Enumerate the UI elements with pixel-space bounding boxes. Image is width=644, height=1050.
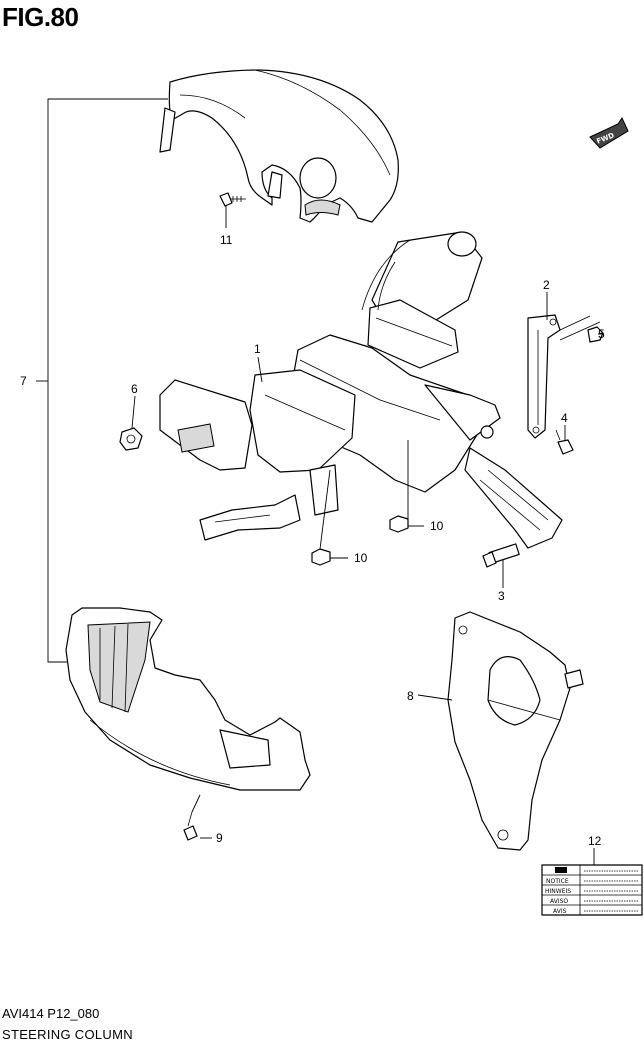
bolt-3: [482, 543, 520, 568]
diagram-name: STEERING COLUMN: [2, 1027, 133, 1042]
bracket-2: [527, 314, 561, 439]
cover-plate-8: [447, 611, 584, 851]
nut-10-upper: [389, 515, 409, 533]
callout-8: 8: [407, 689, 414, 703]
callout-4: 4: [561, 411, 568, 425]
diagram-code: AVI414 P12_080: [2, 1006, 100, 1021]
callout-7: 7: [20, 374, 27, 388]
callout-12: 12: [588, 834, 602, 848]
nut-10-lower: [311, 548, 331, 566]
callout-11: 11: [220, 233, 233, 247]
callout-6: 6: [131, 382, 138, 396]
figure-title: FIG.80: [2, 2, 79, 32]
warning-label-12: NOTICE HINWEIS AVISO AVIS: [541, 864, 643, 916]
nut-6: [119, 427, 143, 451]
callout-5: 5: [598, 327, 605, 341]
fwd-direction-tag: FWD: [589, 116, 629, 149]
callout-1: 1: [254, 342, 261, 356]
callout-numbers: 1 2 3 4 5 6 7 8 9 10 10 11 12: [20, 233, 605, 848]
callout-2: 2: [543, 278, 550, 292]
nut-5: [559, 315, 604, 343]
label-row-hinweis: HINWEIS: [545, 888, 571, 895]
bolt-4: [555, 429, 574, 455]
lower-column-cover: [65, 607, 311, 791]
screw-11: [219, 192, 246, 228]
steering-column-assembly: [122, 334, 563, 549]
callout-9: 9: [216, 831, 223, 845]
callout-10-upper: 10: [430, 519, 444, 533]
screw-9: [183, 794, 201, 841]
upper-column-cover: [159, 69, 399, 223]
steering-motor: [361, 231, 483, 369]
leader-lines: [131, 292, 604, 865]
label-row-avis: AVIS: [553, 908, 567, 915]
callout-10-lower: 10: [354, 551, 368, 565]
callout-3: 3: [498, 589, 505, 603]
label-row-aviso: AVISO: [550, 898, 568, 905]
label-row-notice: NOTICE: [546, 878, 569, 885]
group-7-bracket: [36, 98, 168, 663]
